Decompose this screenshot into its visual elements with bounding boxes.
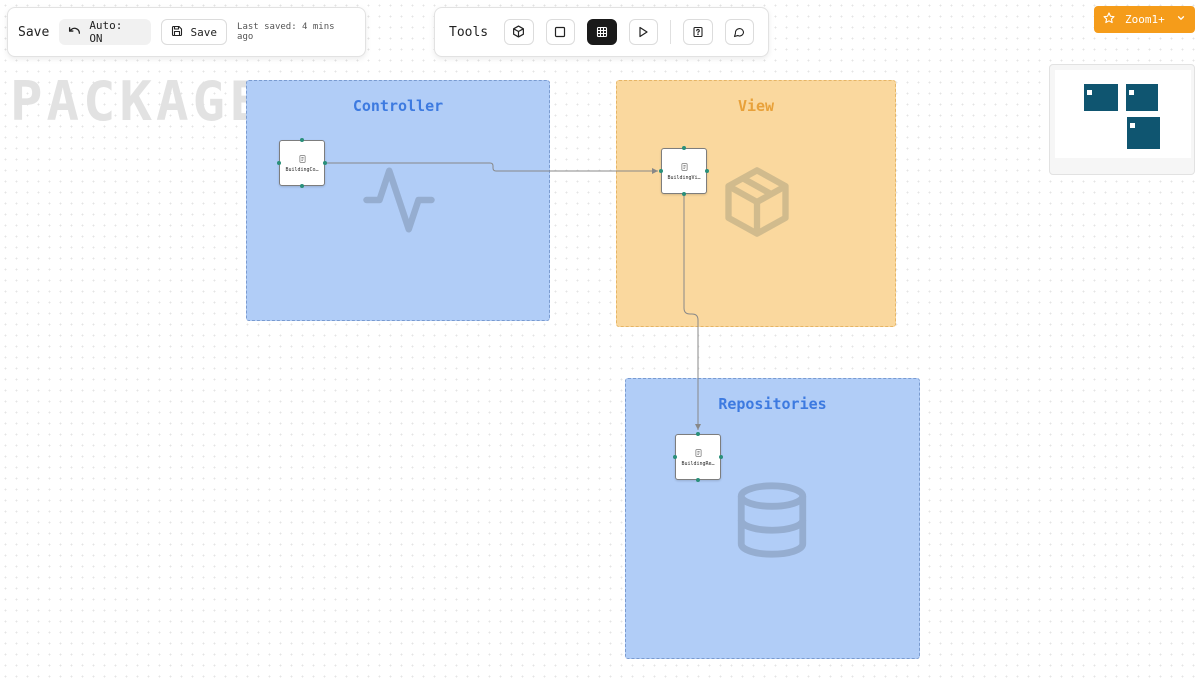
floppy-disk-icon: [171, 25, 183, 40]
package-watermark: PACKAGE: [10, 70, 266, 133]
connection-handle[interactable]: [300, 138, 304, 142]
file-icon: [695, 449, 702, 457]
comment-button[interactable]: [724, 19, 755, 45]
square-tool-button[interactable]: [545, 19, 576, 45]
zoom-label: Zoom1+: [1125, 13, 1165, 26]
grid-tool-button[interactable]: [587, 19, 617, 45]
cube-icon: [512, 23, 525, 42]
package-controller[interactable]: Controller: [246, 80, 550, 321]
connection-handle[interactable]: [696, 432, 700, 436]
connection-handle[interactable]: [300, 184, 304, 188]
square-icon: [554, 23, 566, 42]
connection-handle[interactable]: [696, 478, 700, 482]
grid-icon: [596, 23, 608, 42]
last-saved-status: Last saved: 4 mins ago: [237, 22, 335, 42]
chevron-down-icon: [1176, 13, 1186, 26]
package-title: Controller: [352, 97, 444, 115]
connection-handle[interactable]: [277, 161, 281, 165]
star-icon: [1103, 12, 1115, 27]
connection-handle[interactable]: [659, 169, 663, 173]
file-icon: [299, 155, 306, 163]
tools-toolbar: Tools: [434, 7, 769, 57]
minimap-controller-block: [1084, 84, 1118, 111]
help-icon: [692, 23, 704, 42]
database-icon: [731, 479, 813, 565]
connection-handle[interactable]: [719, 455, 723, 459]
node-label: BuildingVi…: [667, 175, 701, 181]
activity-icon: [360, 161, 438, 243]
package-box-icon: [719, 164, 795, 244]
package-title: Repositories: [718, 395, 827, 413]
comment-icon: [733, 23, 745, 42]
connection-handle[interactable]: [682, 146, 686, 150]
package-title: View: [737, 97, 775, 115]
class-node-view[interactable]: BuildingVi…: [659, 146, 709, 196]
package-view[interactable]: View: [616, 80, 896, 327]
toolbar-divider: [670, 20, 672, 44]
autosave-toggle[interactable]: Auto: ON: [59, 19, 151, 45]
undo-icon: [68, 24, 81, 40]
cube-tool-button[interactable]: [504, 19, 534, 45]
connection-handle[interactable]: [673, 455, 677, 459]
play-button[interactable]: [628, 19, 659, 45]
package-repositories[interactable]: Repositories: [625, 378, 920, 659]
save-button[interactable]: Save: [160, 19, 228, 45]
minimap[interactable]: [1049, 64, 1195, 175]
toolbar-title: Save: [18, 24, 50, 40]
help-button[interactable]: [683, 19, 713, 45]
connection-handle[interactable]: [682, 192, 686, 196]
zoom-button[interactable]: Zoom1+: [1094, 6, 1195, 33]
connection-handle[interactable]: [323, 161, 327, 165]
minimap-repositories-block: [1127, 117, 1160, 149]
file-icon: [681, 163, 688, 171]
connection-handle[interactable]: [705, 169, 709, 173]
file-toolbar: Save Auto: ON Save Last saved: 4 mins ag…: [7, 7, 366, 57]
edge-controller-to-view: [326, 162, 658, 174]
node-label: BuildingCo…: [285, 167, 319, 173]
edge-view-to-repositories: [683, 195, 701, 430]
tools-label: Tools: [449, 24, 489, 40]
minimap-view-block: [1126, 84, 1158, 111]
play-icon: [637, 23, 649, 42]
node-label: BuildingRe…: [681, 461, 715, 467]
save-label: Save: [190, 25, 218, 39]
autosave-label: Auto: ON: [89, 19, 123, 45]
class-node-repositories[interactable]: BuildingRe…: [673, 432, 723, 482]
class-node-controller[interactable]: BuildingCo…: [277, 138, 327, 188]
minimap-viewport: [1055, 70, 1191, 158]
